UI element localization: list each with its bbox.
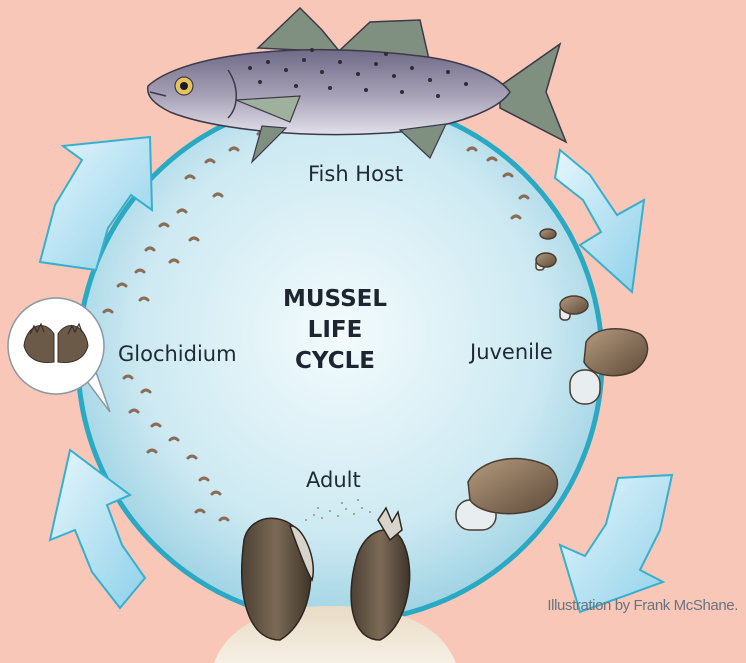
stage-label-adult: Adult [306,468,361,492]
cycle-title-line-2: LIFE [250,315,420,346]
cycle-title-line-3: CYCLE [250,346,420,377]
stage-label-glochidium: Glochidium [118,342,237,366]
stage-label-fish-host: Fish Host [308,162,403,186]
stage-label-juvenile: Juvenile [470,340,553,364]
illustration-credit: Illustration by Frank McShane. [547,597,738,614]
arrow-juvenile-to-adult [560,475,672,612]
cycle-title-line-1: MUSSEL [250,284,420,315]
